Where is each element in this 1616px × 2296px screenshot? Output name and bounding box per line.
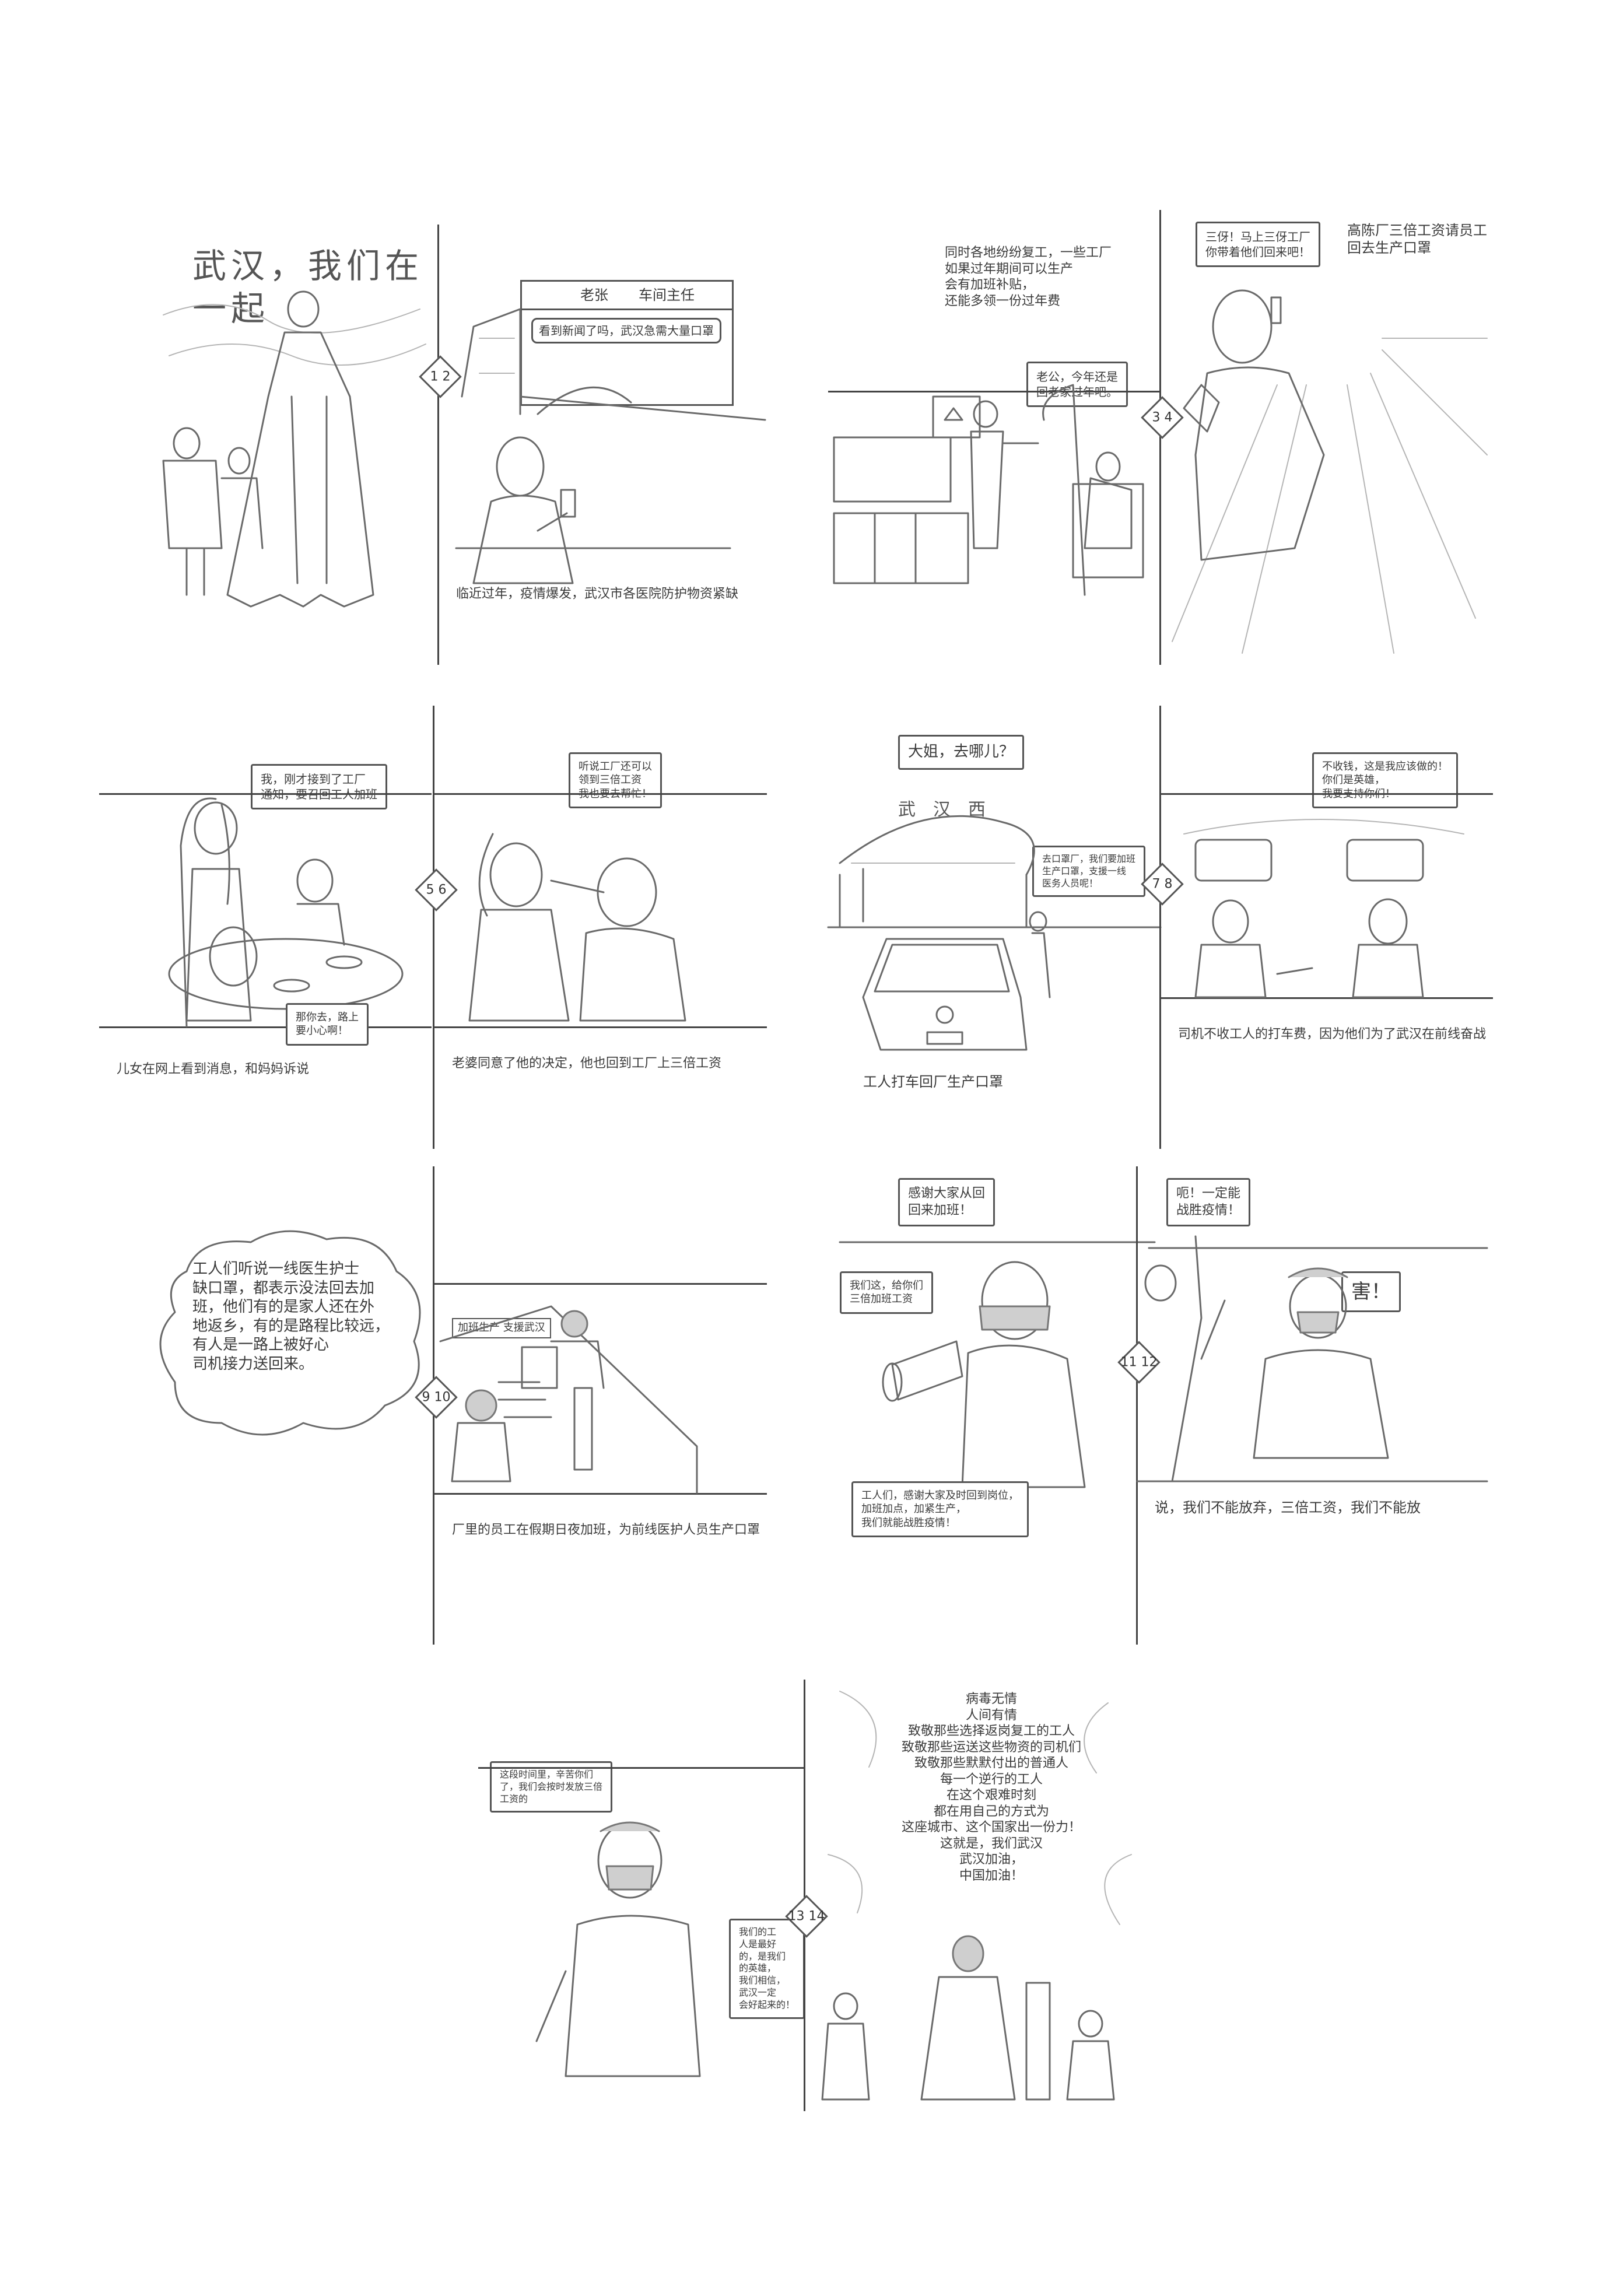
panel-6-bottom-border [434,1026,767,1028]
panel-divider [1159,706,1161,1149]
panel-8: 不收钱，这是我应该做的！ 你们是英雄， 我要支持你们！ 7 8 司机不收工人的打… [1141,706,1493,1149]
panel-12-caption: 说，我们不能放弃，三倍工资，我们不能放 [1155,1499,1421,1516]
panel-6: 听说工厂还可以 领到三倍工资 我也要去帮忙！ 5 6 老婆同意了他的决定，他也回… [415,706,767,1149]
panel-5: 我，刚才接到了工厂 通知，要召回工人加班 那你去，路上 要小心啊！ 儿女在网上看… [99,752,432,1114]
panel-9-cloud-text: 工人们听说一线医生护士 缺口罩，都表示没法回去加 班，他们有的是家人还在外 地返… [192,1260,390,1373]
panel-6-caption: 老婆同意了他的决定，他也回到工厂上三倍工资 [452,1056,722,1071]
panel-number: 9 10 [422,1390,451,1405]
panel-5-bubble-top: 我，刚才接到了工厂 通知，要召回工人加班 [251,764,387,809]
panel-divider [433,706,434,1149]
panel-7-caption: 工人打车回厂生产口罩 [863,1074,1003,1090]
factory-workers-drawing [439,1305,698,1494]
panel-number: 7 8 [1152,877,1173,892]
panel-11: 感谢大家从回 回来加班！ 我们这，给你们 三倍加班工资 工人们，感谢大家及时回到… [839,1172,1156,1592]
panel-12-bubble-left: 呃！一定能 战胜疫情！ [1166,1178,1251,1227]
panel-10-bottom-border [434,1493,767,1495]
panel-8-bottom-border [1161,997,1493,999]
panel-13: 这段时间里，辛苦你们 了，我们会按时发放三倍 工资的 我们的工 人是最好 的，是… [478,1750,805,2111]
megaphone-man-drawing [839,1241,1156,1488]
nurse-and-worker-drawing [1136,1235,1488,1482]
living-room-drawing [833,384,1144,596]
heroes-tribute-drawing [821,1691,1132,2101]
panel-10: 加班生产 支援武汉 9 10 厂里的员工在假期日夜加班，为前线医护人员生产口罩 [415,1166,767,1645]
panel-number: 3 4 [1152,410,1173,425]
panel-divider [804,1680,805,2111]
family-dinner-drawing [168,797,404,1028]
panel-9: 工人们听说一线医生护士 缺口罩，都表示没法回去加 班，他们有的是家人还在外 地返… [152,1225,432,1446]
panel-divider [437,225,439,665]
panel-13-bubble-top: 这段时间里，辛苦你们 了，我们会按时发放三倍 工资的 [490,1761,613,1813]
panel-5-caption: 儿女在网上看到消息，和妈妈诉说 [117,1062,310,1077]
phone-header-name: 老张 [580,287,608,303]
phone-message-bubble: 老张 车间主任 看到新闻了吗，武汉急需大量口罩 [520,280,734,406]
panel-7-bubble-top: 大姐，去哪儿？ [898,735,1025,770]
panel-1-title: 武汉，我们在一起 [192,246,424,328]
panel-11-bubble-bottom: 工人们，感谢大家及时回到岗位， 加班加点，加紧生产， 我们就能战胜疫情！ [851,1481,1029,1538]
panel-5-bottom-border [99,1026,432,1028]
panel-3-bubble: 老公，今年还是 回老家过年吧。 [1026,362,1128,407]
panel-5-top-border [99,793,432,795]
factory-banner: 加班生产 支援武汉 [452,1318,551,1338]
panel-8-caption: 司机不收工人的打车费，因为他们为了武汉在前线奋战 [1178,1027,1487,1042]
panel-2: 老张 车间主任 看到新闻了吗，武汉急需大量口罩 1 2 临近过年，疫情爆发，武汉… [419,222,766,665]
panel-2-caption: 临近过年，疫情爆发，武汉市各医院防护物资紧缺 [456,587,739,601]
panel-number: 5 6 [426,882,447,898]
panel-3: 同时各地纷纷复工，一些工厂 如果过年期间可以生产 会有加班补贴， 还能多领一份过… [828,222,1161,665]
panel-13-top-border [478,1767,805,1769]
panel-10-top-border [434,1283,767,1285]
thought-cloud-outline [159,1230,421,1436]
car-interior-drawing [1183,819,1464,998]
panel-12: 呃！一定能 战胜疫情！ 害！ 11 12 说，我们不能放弃，三倍工资，我们不能放 [1117,1166,1488,1645]
panel-4-bubble: 三伢！马上三伢工厂 你带着他们回来吧！ [1196,222,1320,267]
panel-11-bubble-top: 感谢大家从回 回来加班！ [898,1178,995,1227]
panel-number: 11 12 [1120,1355,1158,1370]
panel-7-bubble-right: 去口罩厂，我们要加班 生产口罩，支援一线 医务人员呢！ [1032,846,1146,898]
panel-4: 三伢！马上三伢工厂 你带着他们回来吧！ 高陈厂三倍工资请员工 回去生产口罩 3 … [1141,210,1488,665]
panel-1: 武汉，我们在一起 [152,222,432,665]
panel-divider [1136,1166,1138,1645]
panel-13-bubble-right: 我们的工 人是最好 的，是我们 的英雄， 我们相信， 武汉一定 会好起来的！ [729,1919,805,2019]
panel-number: 1 2 [430,369,451,384]
man-with-phone-drawing [455,308,766,584]
panel-3-narration: 同时各地纷纷复工，一些工厂 如果过年期间可以生产 会有加班补贴， 还能多领一份过… [945,246,1112,309]
panel-12-bubble-right: 害！ [1341,1271,1401,1313]
panel-6-top-border [434,793,767,795]
phone-message-text: 看到新闻了吗，武汉急需大量口罩 [531,318,721,343]
wife-helping-husband-drawing [468,833,686,1022]
panel-3-top-border [828,391,1161,392]
panel-14: 13 14 病毒无情 人间有情 致敬那些选择返岗复工的工人 致敬那些运送这些物资… [785,1680,1155,2111]
doctor-back-drawing [162,290,426,608]
taxi-station-drawing [827,815,1162,1051]
panel-11-bubble-left: 我们这，给你们 三倍加班工资 [840,1271,933,1314]
phone-header-role: 车间主任 [639,287,695,303]
panel-4-caption: 高陈厂三倍工资请员工 回去生产口罩 [1347,222,1487,256]
speaking-manager-drawing [535,1821,701,2077]
panel-7: 大姐，去哪儿？ 武汉西 去口罩厂，我们要加班 生产口罩，支援一线 医务人员呢！ … [827,723,1162,1131]
panel-14-tribute-text: 病毒无情 人间有情 致敬那些选择返岗复工的工人 致敬那些运送这些物资的司机们 致… [901,1692,1081,1883]
panel-5-bubble-bottom: 那你去，路上 要小心啊！ [286,1003,369,1046]
panel-10-caption: 厂里的员工在假期日夜加班，为前线医护人员生产口罩 [452,1523,760,1537]
panel-8-top-border [1161,793,1493,795]
manager-on-phone-drawing [1172,289,1488,654]
panel-8-bubble: 不收钱，这是我应该做的！ 你们是英雄， 我要支持你们！ [1312,752,1458,809]
